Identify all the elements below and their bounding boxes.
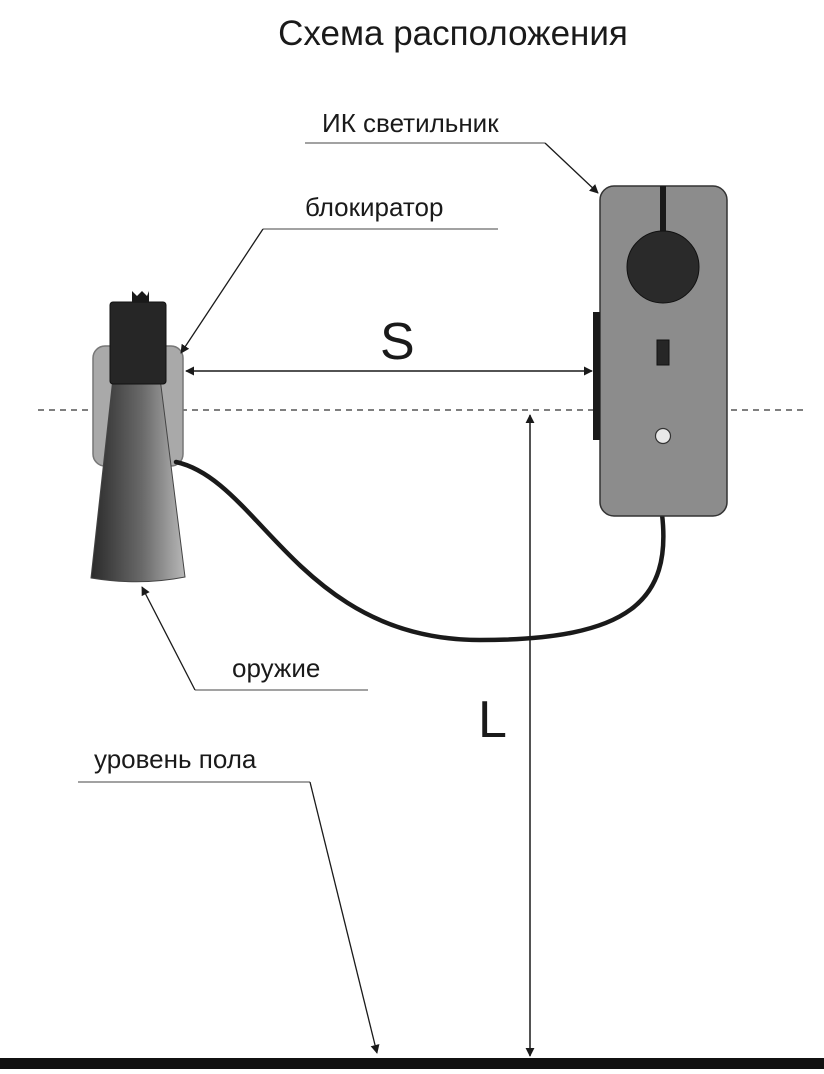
ir-light-leader-arrow <box>544 142 599 194</box>
floor-label: уровень пола <box>94 744 257 774</box>
ir-light-indicator <box>656 339 670 366</box>
ir-light-side-bar <box>593 312 600 440</box>
height-l-label: L <box>478 691 507 749</box>
blocker-connector <box>132 291 149 302</box>
weapon-leader-arrow <box>141 586 196 691</box>
blocker-label: блокиратор <box>305 192 444 222</box>
distance-s-label: S <box>380 313 415 371</box>
ir-light-label: ИК светильник <box>322 108 499 138</box>
floor-line <box>0 1058 824 1069</box>
connecting-cable <box>173 459 666 643</box>
weapon-shape <box>90 377 186 583</box>
blocker-body <box>109 301 167 385</box>
ir-emitter <box>626 230 700 304</box>
weapon-label: оружие <box>232 653 321 683</box>
diagram-title: Схема расположения <box>278 14 628 53</box>
floor-leader-arrow <box>309 781 380 1054</box>
blocker-leader-arrow <box>180 228 264 354</box>
ir-light-led <box>654 427 672 445</box>
